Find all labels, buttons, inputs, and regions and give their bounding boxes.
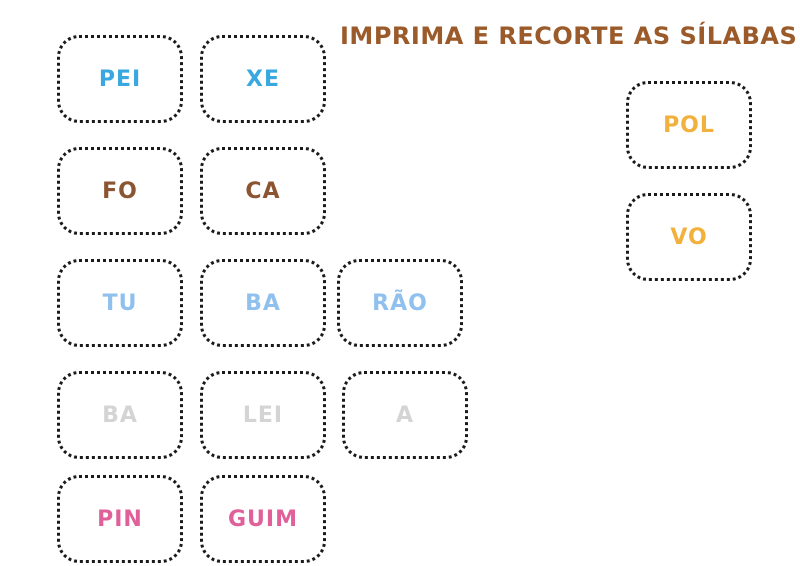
syllable-card: BA: [200, 259, 326, 347]
syllable-text: PEI: [98, 66, 142, 92]
page-title: IMPRIMA E RECORTE AS SÍLABAS: [340, 22, 798, 50]
syllable-card: GUIM: [200, 475, 326, 563]
syllable-card: LEI: [200, 371, 326, 459]
syllable-text: TU: [102, 290, 138, 316]
syllable-text: GUIM: [228, 506, 298, 532]
syllable-text: A: [395, 402, 415, 428]
syllable-text: BA: [102, 402, 138, 428]
syllable-text: XE: [246, 66, 280, 92]
syllable-text: CA: [245, 178, 281, 204]
syllable-card: TU: [57, 259, 183, 347]
syllable-card: A: [342, 371, 468, 459]
syllable-card: PEI: [57, 35, 183, 123]
syllable-card: BA: [57, 371, 183, 459]
syllable-text: VO: [670, 224, 708, 250]
syllable-card: XE: [200, 35, 326, 123]
syllable-card: PIN: [57, 475, 183, 563]
syllable-card: CA: [200, 147, 326, 235]
syllable-text: PIN: [97, 506, 143, 532]
syllable-card: RÃO: [337, 259, 463, 347]
syllable-card: FO: [57, 147, 183, 235]
syllable-text: POL: [663, 112, 715, 138]
syllable-text: BA: [245, 290, 281, 316]
syllable-text: FO: [102, 178, 138, 204]
syllable-card: VO: [626, 193, 752, 281]
syllable-text: RÃO: [372, 290, 428, 316]
syllable-card: POL: [626, 81, 752, 169]
syllable-text: LEI: [242, 402, 284, 428]
